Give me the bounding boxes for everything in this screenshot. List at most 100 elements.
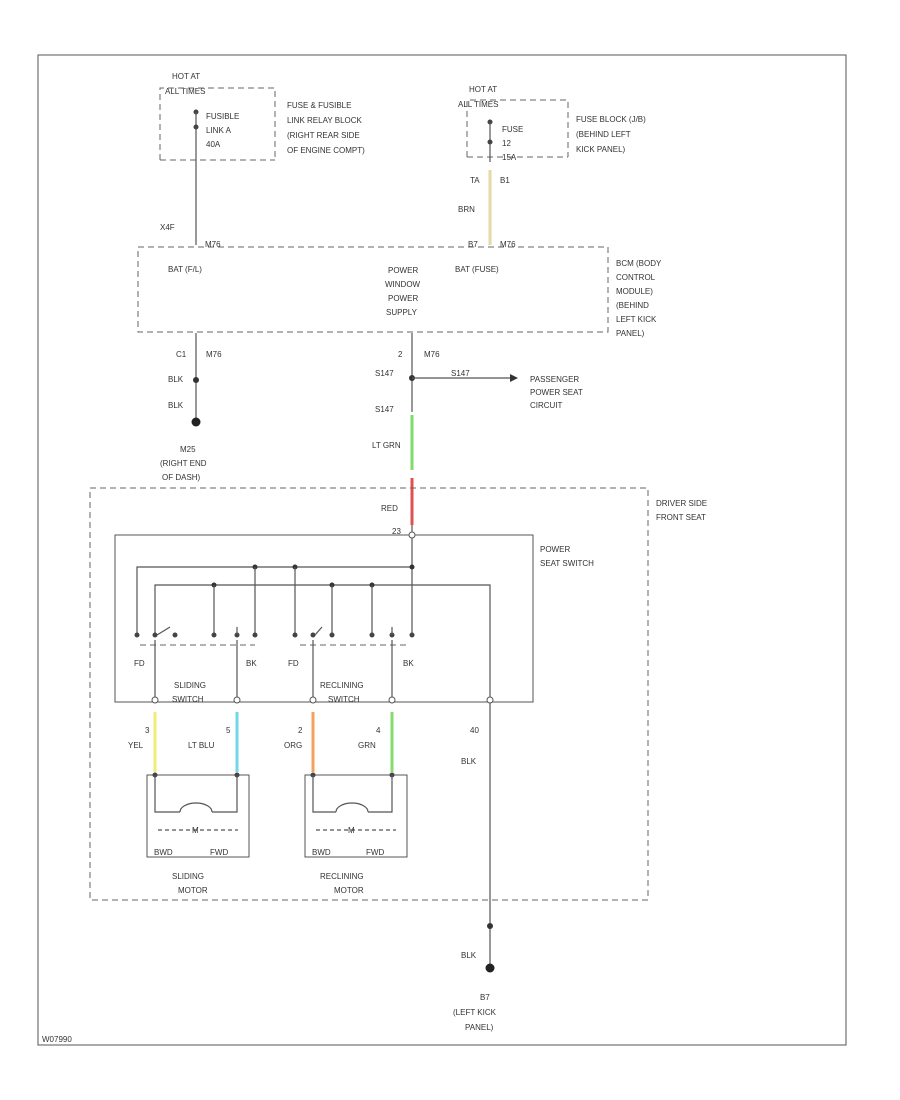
fuse-location-3: KICK PANEL) — [576, 145, 626, 154]
bcm-location-3: MODULE) — [616, 287, 653, 296]
pin-5: 5 — [226, 726, 231, 735]
bcm-location-5: LEFT KICK — [616, 315, 657, 324]
bcm-location-4: (BEHIND — [616, 301, 649, 310]
bk-label-1: BK — [246, 659, 257, 668]
sliding-fwd: FWD — [210, 848, 228, 857]
sliding-motor-label-2: MOTOR — [178, 886, 208, 895]
fusible-link-text-3: 40A — [206, 140, 221, 149]
power-seat-switch — [114, 534, 534, 703]
arrow-icon — [510, 374, 518, 382]
splice-in: S147 — [375, 405, 394, 414]
bcm-left-pin: M76 — [205, 240, 221, 249]
reclining-motor-label-1: RECLINING — [320, 872, 364, 881]
ground-left-label-2: (RIGHT END — [160, 459, 207, 468]
passenger-1: PASSENGER — [530, 375, 579, 384]
ground-left-label-3: OF DASH) — [162, 473, 201, 482]
wire-org-label: ORG — [284, 741, 302, 750]
bcm-right-label: BAT (FUSE) — [455, 265, 499, 274]
driver-seat-location-2: FRONT SEAT — [656, 513, 706, 522]
bcm-ground-conn: M76 — [206, 350, 222, 359]
fd-label-1: FD — [134, 659, 145, 668]
wire-lt-blu-label: LT BLU — [188, 741, 215, 750]
fusible-link-text-2: LINK A — [206, 126, 232, 135]
ground-bottom-label-2: (LEFT KICK — [453, 1008, 497, 1017]
bcm-right-connector: B7 — [468, 240, 478, 249]
all-times-label-right: ALL TIMES — [458, 100, 498, 109]
sliding-bwd: BWD — [154, 848, 173, 857]
sliding-motor: M BWD FWD SLIDING MOTOR — [146, 772, 250, 895]
pin-3: 3 — [145, 726, 150, 735]
driver-seat-location-1: DRIVER SIDE — [656, 499, 707, 508]
reclining-switch-1: RECLINING — [320, 681, 364, 690]
reclining-switch-2: SWITCH — [328, 695, 360, 704]
ground-left-label-1: M25 — [180, 445, 196, 454]
switch-label-2: SEAT SWITCH — [540, 559, 594, 568]
reclining-motor: M BWD FWD RECLINING MOTOR — [304, 772, 408, 895]
wire-grn-label: GRN — [358, 741, 376, 750]
ground-left: BLK BLK M25 (RIGHT END OF DASH) — [160, 333, 207, 482]
hot-at-label-left: HOT AT — [172, 72, 200, 81]
bcm-left-connector: X4F — [160, 223, 175, 232]
ground-wire-2: BLK — [168, 401, 184, 410]
bcm-location-6: PANEL) — [616, 329, 645, 338]
splice-id: S147 — [375, 369, 394, 378]
switch-label-1: POWER — [540, 545, 570, 554]
bcm-out-pin: 2 — [398, 350, 403, 359]
reclining-motor-symbol: M — [348, 826, 355, 835]
fuse-text-2: 12 — [502, 139, 511, 148]
bcm-location-1: BCM (BODY — [616, 259, 662, 268]
power-feed: S147 S147 PASSENGER POWER SEAT CIRCUIT S… — [372, 333, 583, 525]
bcm-left-label: BAT (F/L) — [168, 265, 202, 274]
sliding-motor-symbol: M — [192, 826, 199, 835]
passenger-3: CIRCUIT — [530, 401, 563, 410]
bk-label-2: BK — [403, 659, 414, 668]
ground-bottom-label-1: B7 — [480, 993, 490, 1002]
bcm-location-2: CONTROL — [616, 273, 656, 282]
sliding-switch-2: SWITCH — [172, 695, 204, 704]
bcm-block: X4F M76 BAT (F/L) B7 M76 BAT (FUSE) POWE… — [137, 223, 662, 359]
pin-4: 4 — [376, 726, 381, 735]
fusible-link-text-1: FUSIBLE — [206, 112, 239, 121]
wire-blk-label: BLK — [461, 757, 477, 766]
ground-wire-1: BLK — [168, 375, 184, 384]
reclining-motor-label-2: MOTOR — [334, 886, 364, 895]
fusible-location-4: OF ENGINE COMPT) — [287, 146, 365, 155]
wire-lt-grn-label: LT GRN — [372, 441, 401, 450]
switch-input-pin: 23 — [392, 527, 401, 536]
wire-b1-label: B1 — [500, 176, 510, 185]
ground-bottom-label-3: PANEL) — [465, 1023, 494, 1032]
splice-out: S147 — [451, 369, 470, 378]
fuse-block: HOT AT ALL TIMES FUSE 12 15A FUSE BLOCK … — [458, 85, 646, 245]
fuse-text-1: FUSE — [502, 125, 523, 134]
bcm-center-2: WINDOW — [385, 280, 421, 289]
ground-symbol-left — [191, 417, 201, 427]
pin-40: 40 — [470, 726, 479, 735]
sliding-switch-1: SLIDING — [174, 681, 206, 690]
wire-ta-label: TA — [470, 176, 480, 185]
pin-2: 2 — [298, 726, 303, 735]
wire-red-label: RED — [381, 504, 398, 513]
wire-yel-label: YEL — [128, 741, 144, 750]
fuse-location-2: (BEHIND LEFT — [576, 130, 631, 139]
bcm-center-3: POWER — [388, 294, 418, 303]
bcm-center-1: POWER — [388, 266, 418, 275]
footer-code: W07990 — [42, 1035, 72, 1044]
bcm-right-pin: M76 — [500, 240, 516, 249]
fuse-location-1: FUSE BLOCK (J/B) — [576, 115, 646, 124]
fuse-text-3: 15A — [502, 153, 517, 162]
ground-symbol-bottom — [485, 963, 495, 973]
driver-seat-block: DRIVER SIDE FRONT SEAT POWER SEAT SWITCH… — [89, 487, 707, 901]
wire-brn-label: BRN — [458, 205, 475, 214]
passenger-2: POWER SEAT — [530, 388, 583, 397]
hot-at-label-right: HOT AT — [469, 85, 497, 94]
fusible-link-block: HOT AT ALL TIMES FUSIBLE LINK A 40A FUSE… — [159, 72, 365, 245]
all-times-label-left: ALL TIMES — [165, 87, 205, 96]
fd-label-2: FD — [288, 659, 299, 668]
ground-bottom: BLK B7 (LEFT KICK PANEL) — [453, 712, 497, 1032]
bcm-center-4: SUPPLY — [386, 308, 418, 317]
diagram-frame — [37, 54, 847, 1046]
reclining-fwd: FWD — [366, 848, 384, 857]
bcm-ground-pin: C1 — [176, 350, 187, 359]
sliding-motor-label-1: SLIDING — [172, 872, 204, 881]
